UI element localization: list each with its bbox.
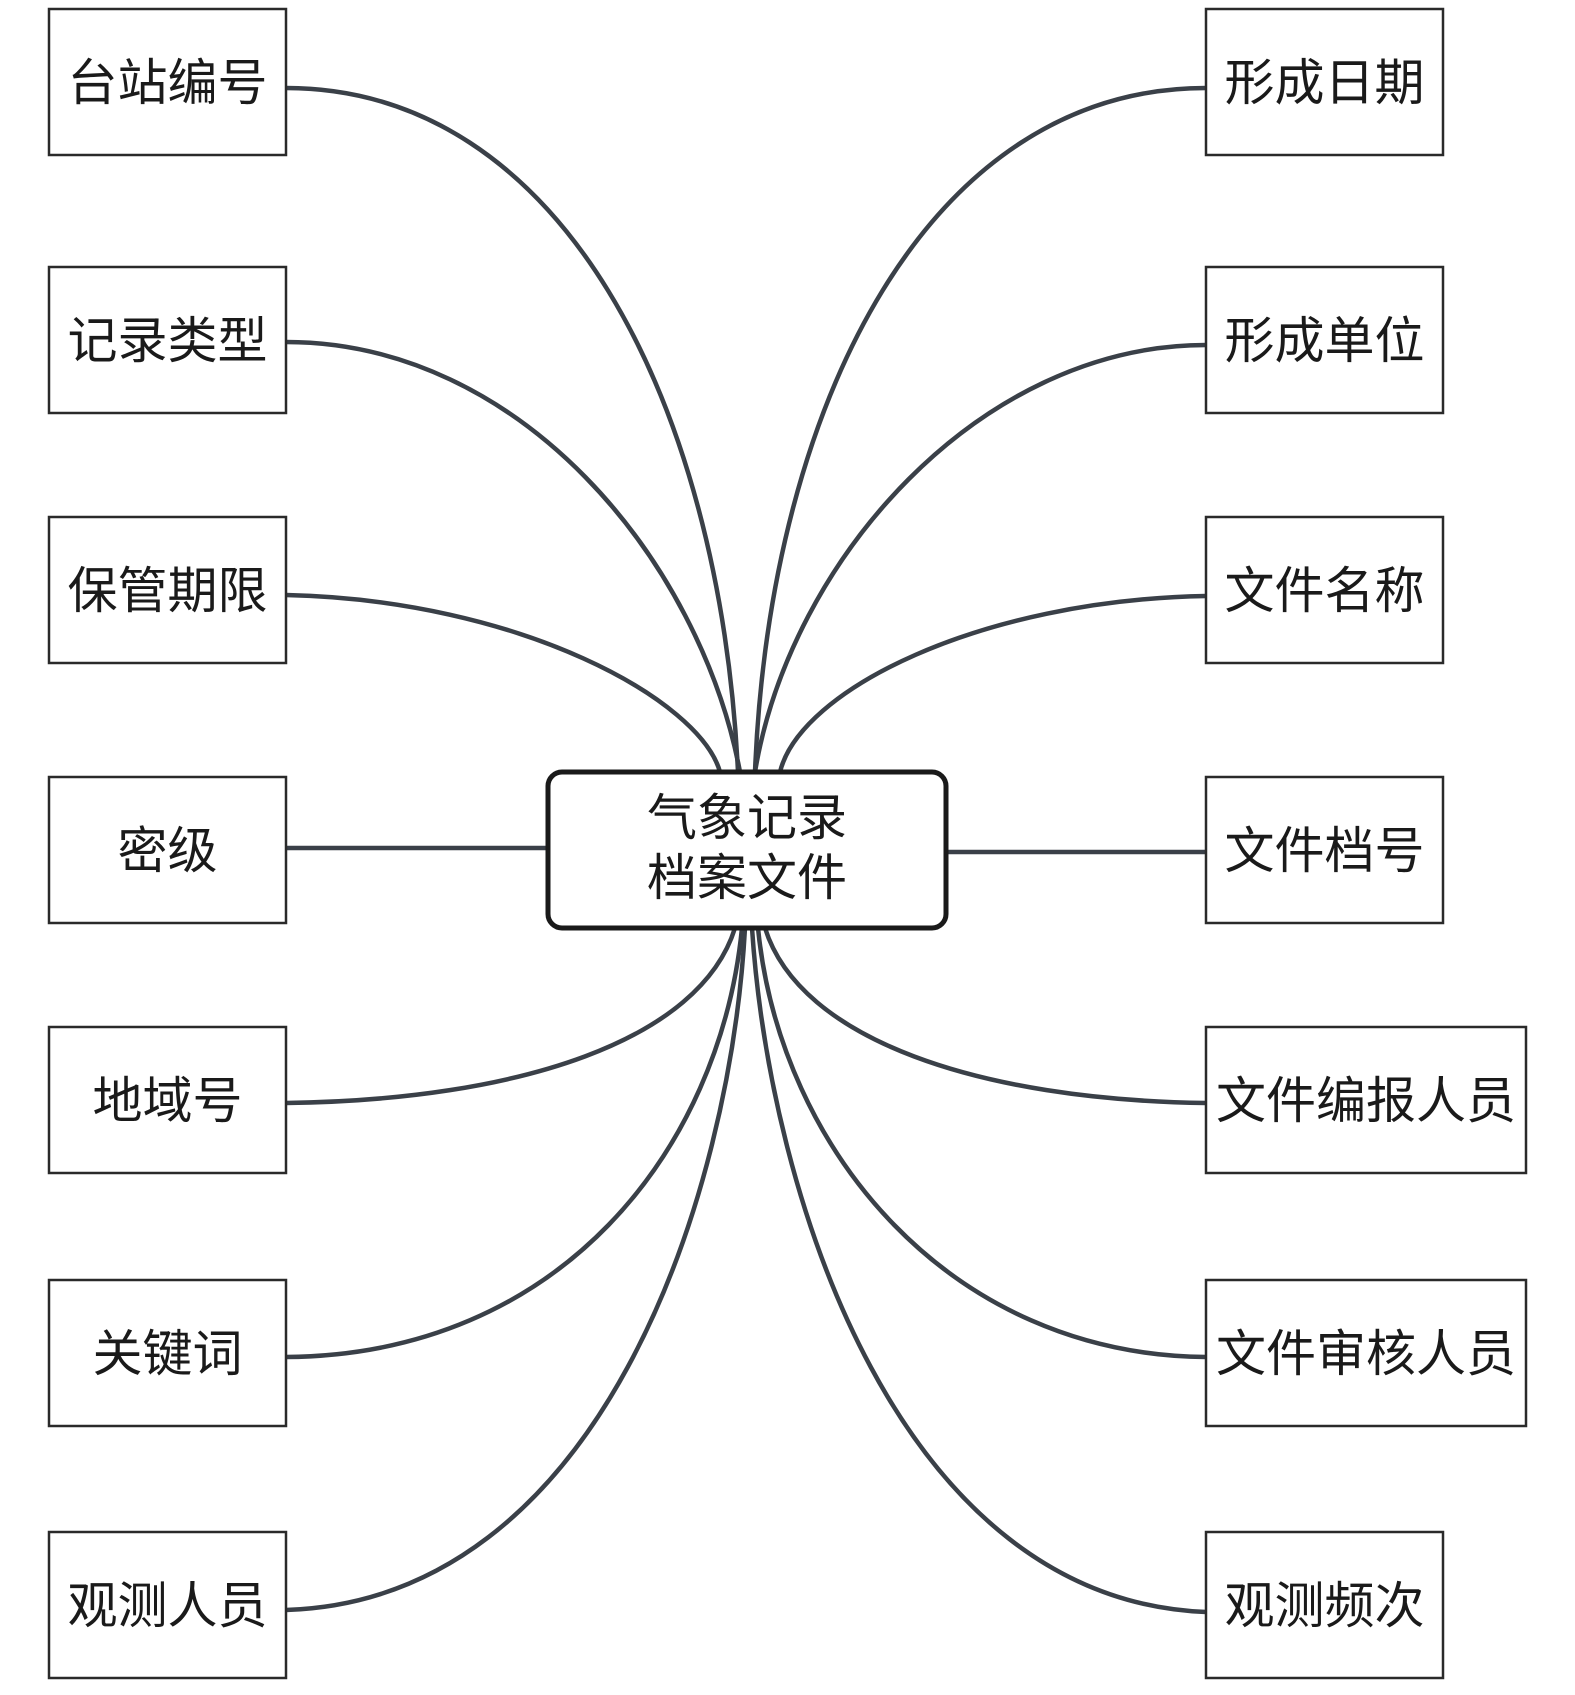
left-connector-5: [283, 925, 738, 1106]
right-node-box: [1204, 775, 1445, 925]
left-connector-7: [283, 925, 748, 1613]
left-connector-1: [283, 85, 741, 775]
right-node-label: 文件名称: [1225, 562, 1425, 620]
right-connector-7: [749, 925, 1209, 1615]
right-node-label: 观测频次: [1225, 1577, 1425, 1635]
right-node-label: 形成日期: [1225, 54, 1425, 112]
right-node-1: 形成日期: [1204, 7, 1445, 157]
connector-lines: [283, 85, 1209, 1615]
left-node-box: [47, 1530, 288, 1680]
right-connector-5: [762, 925, 1209, 1106]
right-node-box: [1204, 1025, 1528, 1175]
left-node-box: [47, 265, 288, 415]
left-node-box: [47, 515, 288, 665]
left-node-box: [47, 7, 288, 157]
left-node-box: [47, 1025, 288, 1175]
left-node-label: 保管期限: [68, 562, 268, 620]
left-connector-6: [283, 925, 745, 1360]
right-node-4: 文件档号: [1204, 775, 1445, 925]
right-node-box: [1204, 265, 1445, 415]
right-node-6: 文件审核人员: [1204, 1278, 1528, 1428]
right-connector-2: [752, 342, 1209, 775]
left-node-5: 地域号: [47, 1025, 288, 1175]
left-node-1: 台站编号: [47, 7, 288, 157]
left-node-2: 记录类型: [47, 265, 288, 415]
right-node-box: [1204, 515, 1445, 665]
left-node-label: 密级: [118, 822, 218, 880]
left-connector-2: [283, 339, 743, 775]
left-node-box: [47, 775, 288, 925]
right-node-label: 文件编报人员: [1216, 1072, 1516, 1130]
left-node-label: 关键词: [93, 1325, 243, 1383]
left-node-3: 保管期限: [47, 515, 288, 665]
right-connector-1: [752, 85, 1209, 775]
right-node-box: [1204, 1530, 1445, 1680]
left-node-box: [47, 1278, 288, 1428]
left-node-label: 地域号: [93, 1072, 243, 1130]
left-node-label: 记录类型: [68, 312, 268, 370]
left-node-7: 观测人员: [47, 1530, 288, 1680]
left-node-6: 关键词: [47, 1278, 288, 1428]
right-node-7: 观测频次: [1204, 1530, 1445, 1680]
right-node-box: [1204, 7, 1445, 157]
central-node-label-line2: 档案文件: [647, 849, 847, 907]
right-node-label: 文件档号: [1225, 822, 1425, 880]
right-node-box: [1204, 1278, 1528, 1428]
left-node-label: 台站编号: [68, 54, 268, 112]
right-node-5: 文件编报人员: [1204, 1025, 1528, 1175]
central-node-box: [545, 769, 949, 931]
right-node-label: 文件审核人员: [1216, 1325, 1516, 1383]
central-node: 气象记录 档案文件: [545, 769, 949, 931]
right-connector-3: [777, 593, 1209, 775]
left-node-4: 密级: [47, 775, 288, 925]
left-node-label: 观测人员: [68, 1577, 268, 1635]
right-node-2: 形成单位: [1204, 265, 1445, 415]
left-connector-3: [283, 592, 723, 775]
right-node-label: 形成单位: [1225, 312, 1425, 370]
central-node-label-line1: 气象记录: [647, 789, 847, 847]
right-connector-6: [755, 925, 1209, 1360]
right-node-3: 文件名称: [1204, 515, 1445, 665]
